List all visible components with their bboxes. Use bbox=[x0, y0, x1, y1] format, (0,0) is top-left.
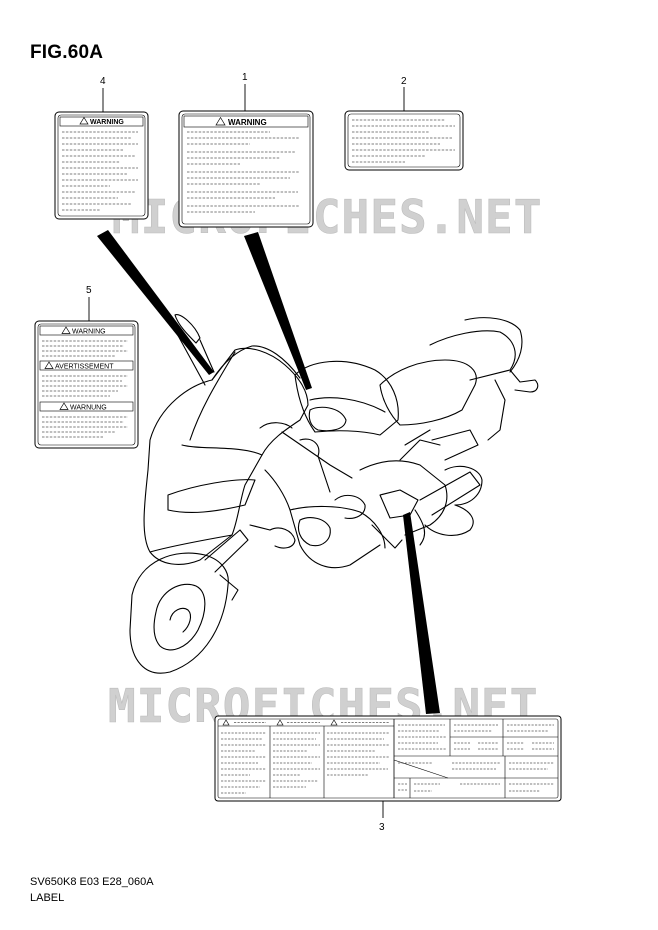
label-5: WARNING AVERTISSEMENT WARNUNG bbox=[34, 320, 139, 449]
warning-triangle-icon bbox=[330, 719, 338, 726]
warning-triangle-icon bbox=[44, 361, 54, 369]
callout-2: 2 bbox=[401, 76, 407, 87]
leader-wedge-1 bbox=[244, 232, 312, 390]
warning-triangle-icon bbox=[276, 719, 284, 726]
callout-numbers: 1 2 3 4 5 bbox=[86, 72, 407, 833]
svg-text:WARNING: WARNING bbox=[90, 119, 124, 126]
leader-wedge-4 bbox=[97, 230, 214, 375]
callout-5: 5 bbox=[86, 285, 92, 296]
callout-3: 3 bbox=[379, 822, 385, 833]
callout-1: 1 bbox=[242, 72, 248, 83]
footer-name: LABEL bbox=[30, 892, 65, 904]
svg-text:WARNING: WARNING bbox=[72, 329, 106, 336]
motorcycle-drawing bbox=[129, 314, 539, 674]
svg-text:WARNUNG: WARNUNG bbox=[70, 405, 107, 412]
footer-code: SV650K8 E03 E28_060A bbox=[30, 876, 154, 888]
figure-title: FIG.60A bbox=[30, 42, 104, 63]
warning-triangle-icon bbox=[79, 116, 89, 125]
warning-triangle-icon bbox=[61, 326, 71, 334]
leader-wedge-3 bbox=[403, 512, 440, 714]
warning-triangle-icon bbox=[59, 402, 69, 410]
label-2 bbox=[344, 110, 464, 171]
svg-text:AVERTISSEMENT: AVERTISSEMENT bbox=[55, 364, 114, 371]
svg-text:WARNING: WARNING bbox=[228, 118, 267, 127]
callout-4: 4 bbox=[100, 76, 106, 87]
leader-lines bbox=[88, 84, 440, 818]
label-1: WARNING bbox=[178, 110, 314, 228]
label-4: WARNING bbox=[54, 111, 149, 220]
watermark-top: MICROFICHES.NET bbox=[112, 190, 542, 244]
label-3 bbox=[214, 715, 562, 802]
warning-triangle-icon bbox=[222, 719, 230, 726]
warning-triangle-icon bbox=[215, 116, 226, 126]
